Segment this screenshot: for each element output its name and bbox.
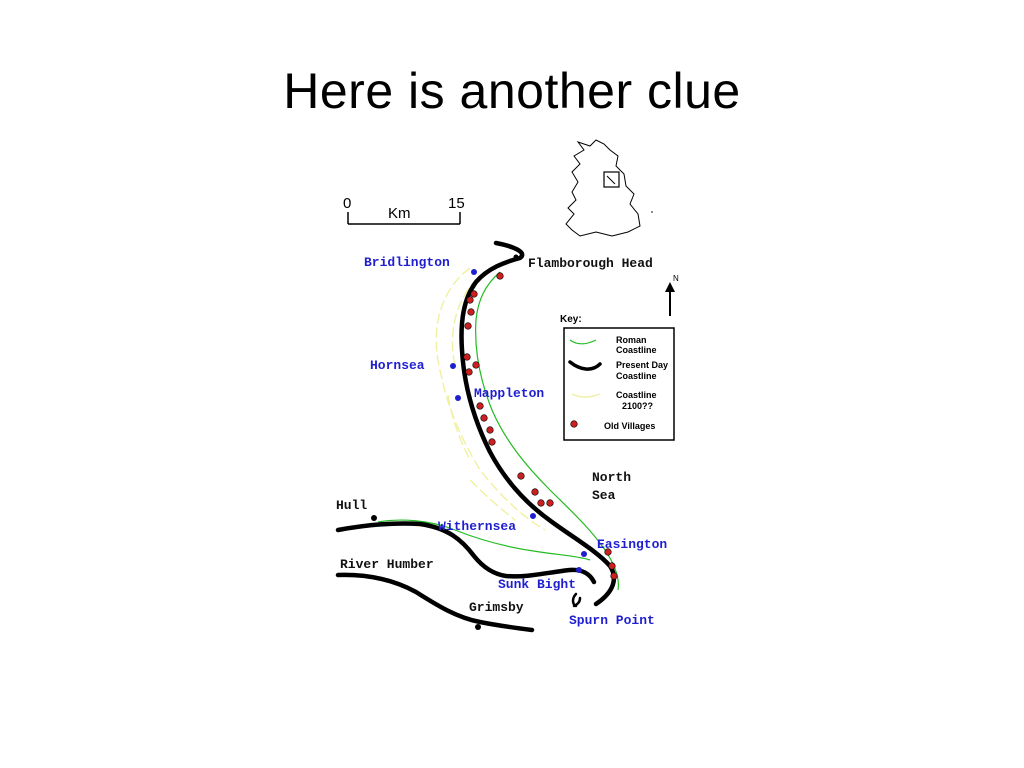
label-easington: Easington	[597, 537, 667, 552]
label-north-sea-line2: Sea	[592, 488, 616, 503]
label-spurn-point: Spurn Point	[569, 613, 655, 628]
key-future-line2: 2100??	[622, 401, 653, 411]
town-markers	[371, 254, 587, 630]
label-sunk-bight: Sunk Bight	[498, 577, 576, 592]
key-roman-swatch	[569, 339, 597, 345]
slide-title: Here is another clue	[283, 63, 741, 119]
key-future-swatch	[571, 393, 601, 398]
present-coastline	[459, 240, 617, 607]
key-future-line1: Coastline	[616, 390, 657, 400]
scale-end: 15	[448, 195, 465, 212]
key-roman-line2: Coastline	[616, 345, 657, 355]
key-present-line2: Coastline	[616, 371, 657, 381]
key-present-swatch	[568, 360, 602, 371]
humber-south-bank	[335, 572, 535, 633]
roman-coastline-humber	[377, 519, 591, 561]
key-title: Key:	[560, 314, 582, 325]
label-north-sea-line1: North	[592, 470, 631, 485]
map-key: Key: Roman Coastline Present Day Coastli…	[560, 314, 675, 441]
key-villages: Old Villages	[604, 421, 655, 431]
key-village-swatch	[570, 420, 578, 428]
label-hornsea: Hornsea	[370, 358, 425, 373]
north-arrow-icon: N	[665, 274, 679, 316]
label-hull: Hull	[336, 498, 367, 513]
scale-unit: Km	[388, 205, 411, 222]
label-mappleton: Mappleton	[474, 386, 544, 401]
key-roman-line1: Roman	[616, 335, 647, 345]
label-bridlington: Bridlington	[364, 255, 450, 270]
old-villages	[463, 272, 618, 580]
label-river-humber: River Humber	[340, 557, 434, 572]
key-present-line1: Present Day	[616, 360, 668, 370]
inset-locator-map-icon	[565, 139, 653, 237]
north-label: N	[673, 274, 679, 283]
scale-bar: 0 Km 15	[343, 195, 465, 225]
label-grimsby: Grimsby	[469, 600, 524, 615]
spurn-spit	[571, 592, 582, 608]
label-withernsea: Withernsea	[438, 519, 516, 534]
scale-start: 0	[343, 195, 351, 212]
label-flamborough-head: Flamborough Head	[528, 256, 653, 271]
humber-north-bank	[335, 521, 597, 585]
